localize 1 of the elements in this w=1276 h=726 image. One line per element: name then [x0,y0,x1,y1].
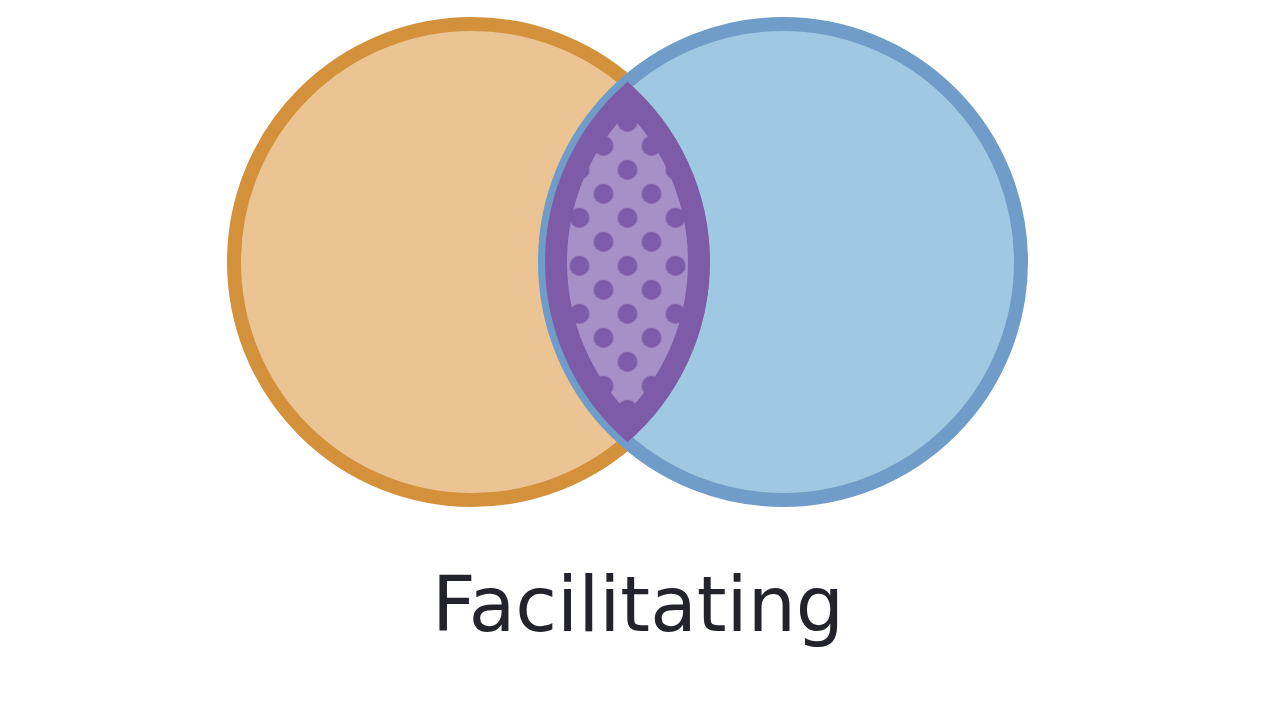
caption: Facilitating [431,560,845,649]
